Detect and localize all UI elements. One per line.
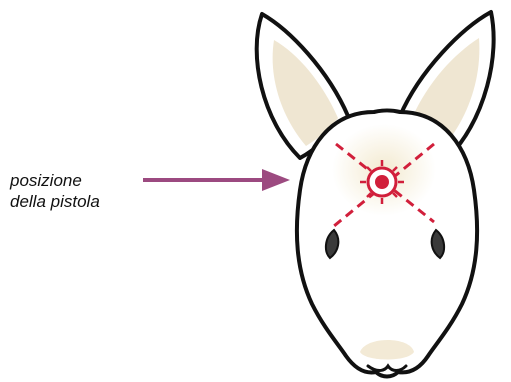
- pointer-arrow: [143, 169, 290, 191]
- rabbit-head: [297, 111, 477, 377]
